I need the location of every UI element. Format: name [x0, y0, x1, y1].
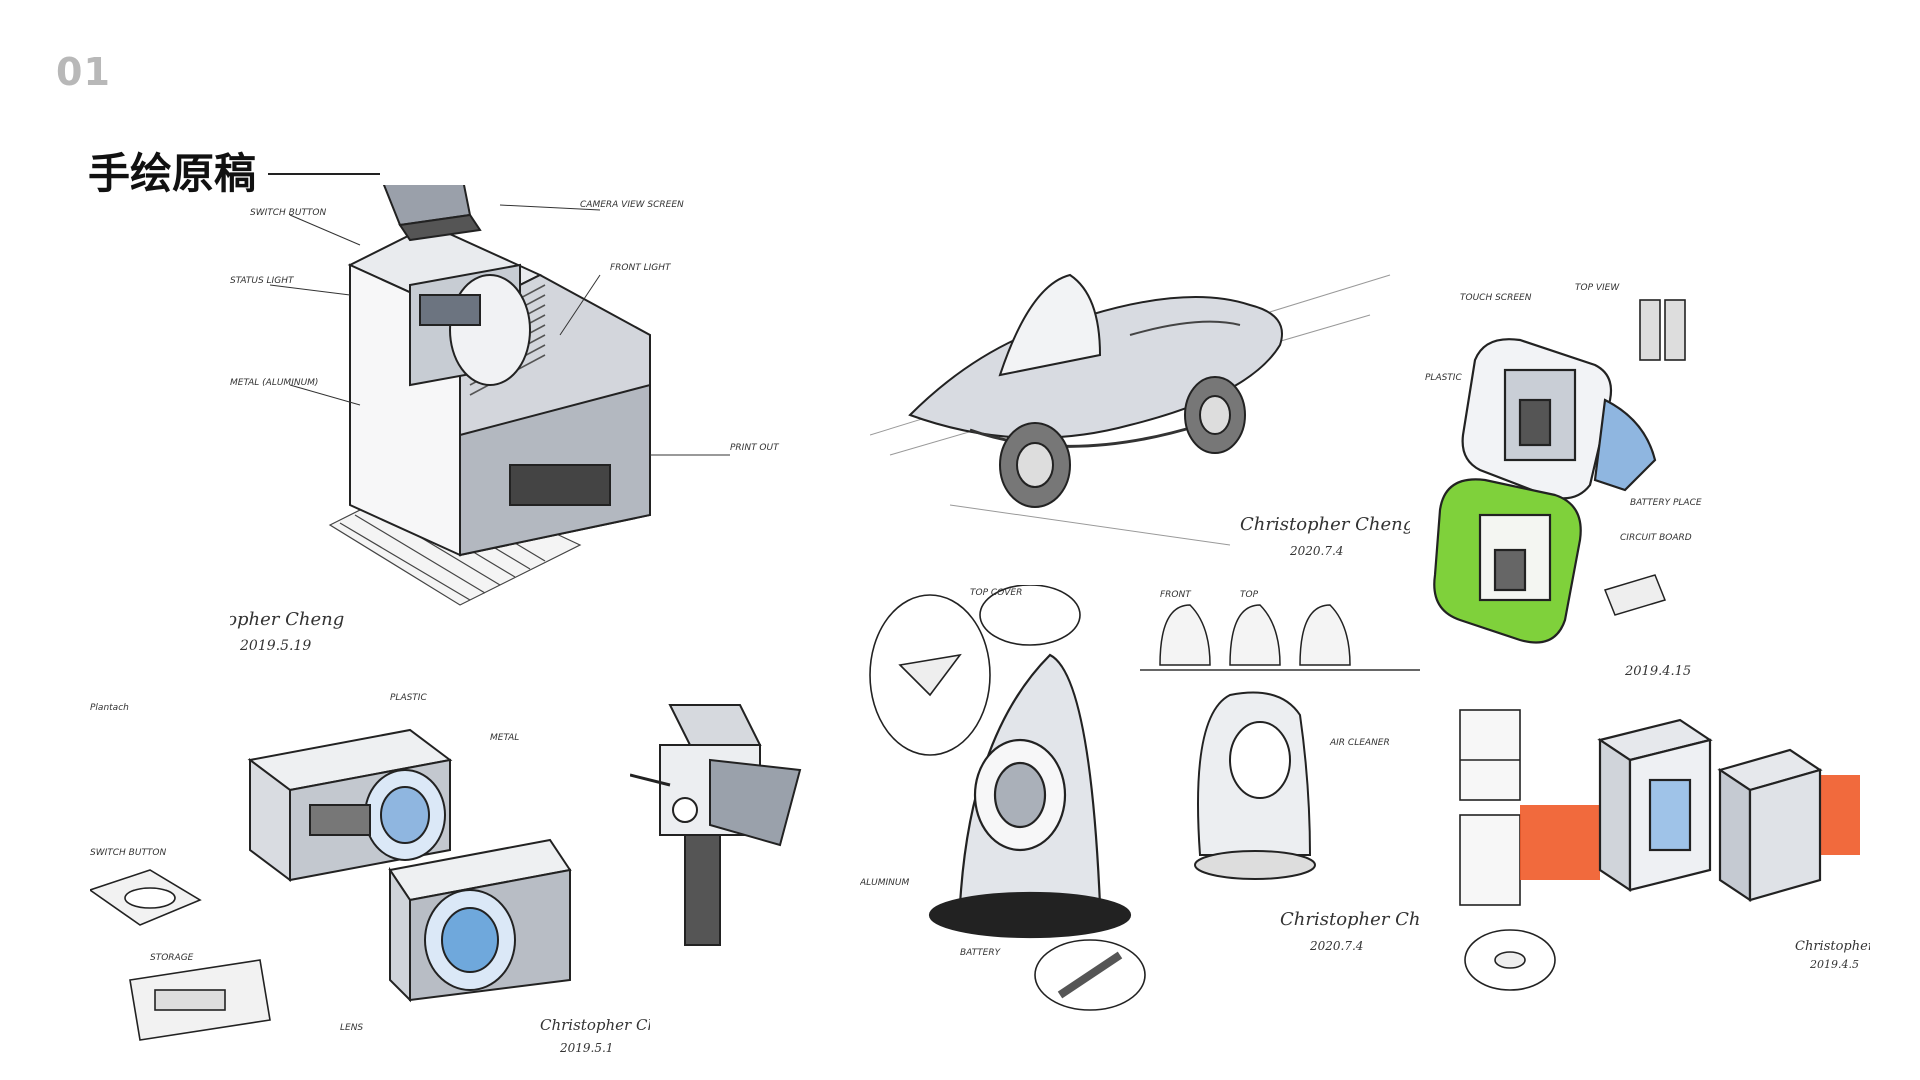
label-print-out: PRINT OUT [730, 443, 780, 453]
page-number: 01 [56, 50, 111, 94]
label-battery: BATTERY [960, 948, 1002, 958]
sketch-air-cleaner: TOP COVER FRONT TOP AIR CLEANER ALUMINUM… [860, 585, 1420, 1015]
signature-date: 2019.5.1 [559, 1041, 613, 1055]
page-title: 手绘原稿 [88, 149, 257, 198]
variant-annotations: Plantach SWITCH BUTTON STORAGE PLASTIC M… [90, 693, 519, 1033]
label-air-cleaner: AIR CLEANER [1329, 738, 1390, 748]
top-view-variants [1140, 604, 1420, 671]
variant-box-top [247, 728, 453, 882]
cabinet-detail [1464, 929, 1556, 991]
signature: Christopher Cheng [230, 609, 344, 630]
cabinet-orange-drawing: Christopher Cheng 2019.4.5 [1459, 709, 1870, 991]
label-front: FRONT [1160, 590, 1192, 600]
cabinet-outline-views [1459, 709, 1521, 906]
title-rule [268, 172, 381, 175]
air-cleaner-small [1194, 691, 1316, 880]
signature-date: 2019.5.19 [239, 638, 311, 654]
signature: Christopher Chen [540, 1016, 650, 1034]
sketch-vehicle: Christopher Cheng 2020.7.4 [870, 255, 1410, 575]
device-annotations: TOUCH SCREEN TOP VIEW PLASTIC CIRCUIT BO… [1425, 283, 1702, 543]
projector-main-drawing: SWITCH BUTTON CAMERA VIEW SCREEN FRONT L… [230, 185, 780, 654]
label-metal: METAL (ALUMINUM) [230, 378, 318, 388]
signature-date: 2019.4.15 [1624, 664, 1691, 679]
device-top-shell [1461, 338, 1657, 500]
label-status-light: STATUS LIGHT [230, 276, 295, 286]
lens-module [409, 263, 531, 387]
variant-parts [90, 869, 271, 1041]
detail-bubbles [869, 585, 1081, 756]
label-switch-button: SWITCH BUTTON [250, 208, 327, 218]
cabinet-main [1597, 718, 1713, 893]
camera-small-drawing [630, 704, 802, 946]
battery-detail [1034, 939, 1146, 1011]
label-metal-v: METAL [490, 733, 519, 743]
vehicle-drawing: Christopher Cheng 2020.7.4 [870, 273, 1410, 558]
battery-cells [1639, 299, 1686, 361]
variant-box-bottom [388, 838, 572, 1003]
label-plastic: PLASTIC [390, 693, 427, 703]
sketch-camera-small [630, 695, 820, 955]
sketch-cabinet-orange: Christopher Cheng 2019.4.5 [1450, 700, 1870, 1020]
label-switch: SWITCH BUTTON [90, 848, 167, 858]
label-storage: STORAGE [150, 953, 194, 963]
label-touch-screen: TOUCH SCREEN [1460, 293, 1532, 303]
label-lens: LENS [340, 1023, 363, 1033]
signature-date: 2020.7.4 [1309, 939, 1363, 953]
camera-stand [684, 834, 721, 946]
label-aluminum: ALUMINUM [860, 878, 909, 888]
label-plantach: Plantach [90, 703, 129, 713]
vehicle-wheels [999, 376, 1246, 508]
camera-head [659, 704, 802, 847]
projector-variants-drawing: Plantach SWITCH BUTTON STORAGE PLASTIC M… [90, 693, 650, 1055]
camera-view-screen [382, 185, 482, 242]
circuit-board [1603, 574, 1667, 616]
device-green-shell [1433, 478, 1582, 644]
camera-handle [630, 773, 671, 787]
signature: Christopher Cheng [1240, 514, 1410, 535]
signature-date: 2020.7.4 [1289, 544, 1343, 558]
annotation-leaders [269, 204, 730, 456]
label-top: TOP [1240, 590, 1259, 600]
projector-base [459, 383, 651, 557]
air-cleaner-annotations: TOP COVER FRONT TOP AIR CLEANER ALUMINUM… [860, 588, 1390, 958]
label-battery-place: BATTERY PLACE [1630, 498, 1702, 508]
cabinet-secondary [1717, 748, 1823, 903]
sketch-projector-variants: Plantach SWITCH BUTTON STORAGE PLASTIC M… [90, 690, 650, 1070]
label-camera-view-screen: CAMERA VIEW SCREEN [580, 200, 684, 210]
air-cleaner-large [928, 653, 1132, 939]
signature: Christopher Cheng [1280, 909, 1420, 930]
air-cleaner-drawing: TOP COVER FRONT TOP AIR CLEANER ALUMINUM… [860, 585, 1420, 1011]
signature: Christopher Cheng [1795, 939, 1870, 954]
sketch-projector-main: SWITCH BUTTON CAMERA VIEW SCREEN FRONT L… [230, 185, 810, 665]
label-plastic-d: PLASTIC [1425, 373, 1462, 383]
label-circuit-board: CIRCUIT BOARD [1620, 533, 1692, 543]
sketch-device-green: TOUCH SCREEN TOP VIEW PLASTIC CIRCUIT BO… [1425, 270, 1725, 690]
label-top-view: TOP VIEW [1575, 283, 1620, 293]
label-top-cover: TOP COVER [970, 588, 1022, 598]
signature-date: 2019.4.5 [1809, 958, 1859, 971]
label-front-light: FRONT LIGHT [610, 263, 672, 273]
device-green-drawing: TOUCH SCREEN TOP VIEW PLASTIC CIRCUIT BO… [1425, 283, 1702, 679]
title-block: 手绘原稿 [88, 140, 381, 201]
annotation-labels: SWITCH BUTTON CAMERA VIEW SCREEN FRONT L… [230, 200, 780, 453]
